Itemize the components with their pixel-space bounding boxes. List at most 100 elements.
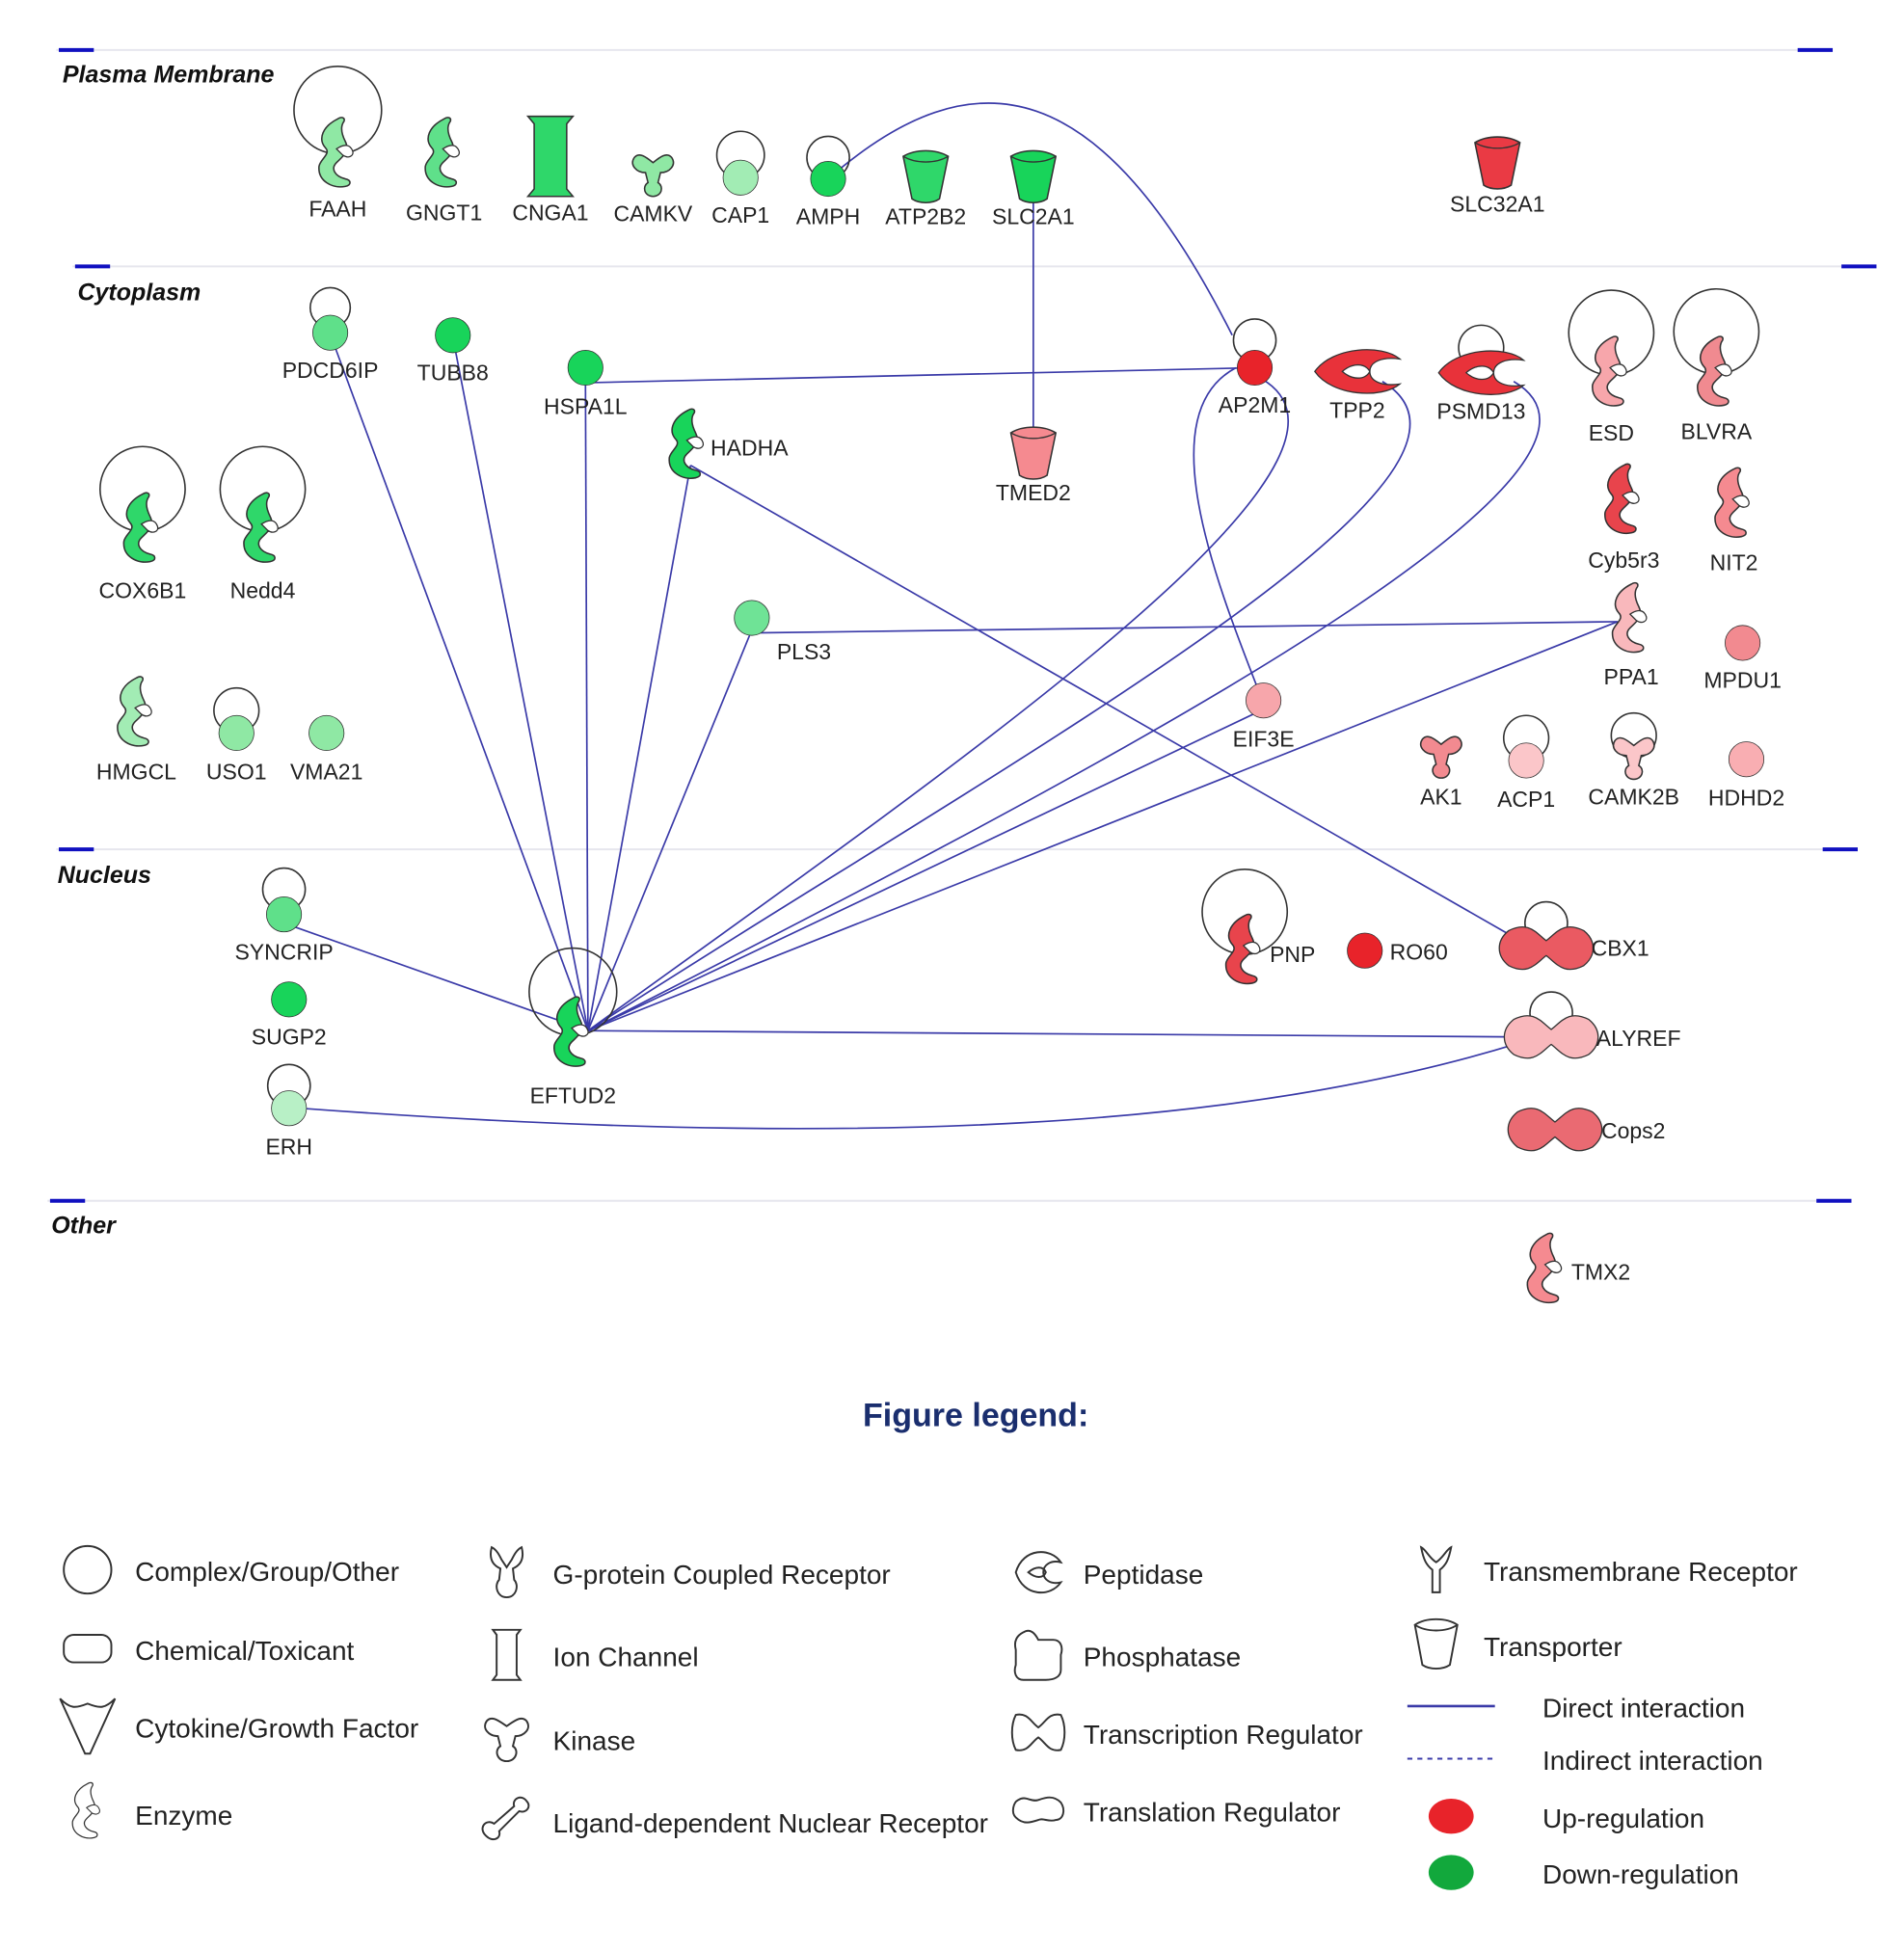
node-RO60[interactable] (1347, 932, 1383, 969)
node-ALYREF[interactable] (1503, 1015, 1599, 1059)
node-ACP1[interactable] (1508, 742, 1544, 779)
legend-icon-kinase (484, 1717, 529, 1763)
legend-icon-down-dot (1428, 1855, 1474, 1890)
node-label-VMA21: VMA21 (290, 759, 362, 784)
legend-label-complex: Complex/Group/Other (135, 1557, 399, 1587)
legend-label-down-dot: Down-regulation (1542, 1859, 1739, 1889)
node-SLC32A1[interactable] (1474, 136, 1521, 190)
node-label-GNGT1: GNGT1 (406, 200, 482, 225)
legend-label-peptidase: Peptidase (1084, 1560, 1204, 1590)
legend-label-translation-regulator: Translation Regulator (1084, 1797, 1341, 1827)
edge-EFTUD2-PSMD13 (587, 381, 1541, 1032)
node-AMPH[interactable] (810, 161, 846, 198)
legend-icon-transmembrane-receptor (1419, 1545, 1453, 1593)
node-label-PDCD6IP: PDCD6IP (282, 358, 379, 383)
node-CBX1[interactable] (1498, 925, 1595, 971)
node-TUBB8[interactable] (435, 317, 471, 354)
node-AP2M1[interactable] (1236, 349, 1274, 387)
node-label-BLVRA: BLVRA (1680, 418, 1752, 443)
node-Nedd4[interactable] (243, 492, 280, 563)
node-MPDU1[interactable] (1725, 625, 1761, 661)
node-PPA1[interactable] (1611, 581, 1648, 654)
node-Cyb5r3[interactable] (1604, 463, 1640, 535)
node-PDCD6IP[interactable] (312, 314, 349, 351)
node-USO1[interactable] (218, 714, 255, 751)
node-HMGCL[interactable] (117, 676, 152, 747)
node-CAMKV[interactable] (631, 154, 675, 198)
edge-EFTUD2-PLS3 (587, 632, 752, 1031)
section-label-other: Other (51, 1212, 117, 1239)
node-label-PPA1: PPA1 (1604, 664, 1659, 689)
node-ERH[interactable] (271, 1090, 308, 1127)
node-COX6B1[interactable] (122, 492, 159, 563)
node-label-SYNCRIP: SYNCRIP (234, 939, 333, 964)
interaction-edges (283, 102, 1619, 1130)
node-label-ACP1: ACP1 (1497, 787, 1555, 812)
node-EIF3E[interactable] (1246, 682, 1282, 719)
section-label-cytoplasm: Cytoplasm (77, 279, 201, 306)
node-TMX2[interactable] (1526, 1232, 1563, 1304)
node-TPP2[interactable] (1314, 349, 1401, 394)
node-HSPA1L[interactable] (567, 349, 603, 387)
node-label-PNP: PNP (1270, 942, 1315, 967)
node-GNGT1[interactable] (424, 117, 461, 188)
node-SYNCRIP[interactable] (266, 896, 303, 933)
edge-EFTUD2-SYNCRIP (283, 922, 589, 1032)
node-label-TMX2: TMX2 (1571, 1259, 1630, 1284)
legend-icon-peptidase (1014, 1551, 1063, 1594)
edge-EFTUD2-HADHA (587, 465, 692, 1031)
legend-icon-ion-channel (491, 1628, 523, 1681)
legend-icon-translation-regulator (1011, 1796, 1065, 1824)
edge-EFTUD2-PDCD6IP (334, 347, 589, 1031)
node-HDHD2[interactable] (1728, 741, 1765, 778)
node-label-Nedd4: Nedd4 (230, 577, 296, 602)
node-label-ALYREF: ALYREF (1596, 1026, 1681, 1051)
legend-label-ion-channel: Ion Channel (553, 1642, 699, 1671)
node-label-HMGCL: HMGCL (96, 759, 176, 784)
node-Cops2[interactable] (1507, 1108, 1603, 1152)
node-label-FAAH: FAAH (308, 196, 366, 221)
node-label-CBX1: CBX1 (1592, 935, 1649, 960)
node-label-PLS3: PLS3 (777, 639, 831, 664)
node-NIT2[interactable] (1714, 467, 1751, 538)
figure-legend: Figure legend:Complex/Group/OtherChemica… (59, 1397, 1798, 1890)
node-ESD[interactable] (1592, 335, 1627, 407)
node-VMA21[interactable] (308, 714, 345, 751)
node-TMED2[interactable] (1009, 426, 1057, 480)
node-CAP1[interactable] (722, 159, 759, 196)
node-CAMK2B[interactable] (1612, 736, 1655, 781)
edge-AMPH-AP2M1 (827, 102, 1233, 336)
node-label-TPP2: TPP2 (1329, 397, 1385, 422)
node-PNP[interactable] (1224, 913, 1261, 985)
legend-label-transcription-regulator: Transcription Regulator (1084, 1720, 1363, 1750)
node-ATP2B2[interactable] (902, 149, 950, 203)
node-PSMD13[interactable] (1437, 350, 1525, 395)
node-label-AP2M1: AP2M1 (1219, 392, 1291, 417)
node-AK1[interactable] (1419, 735, 1462, 779)
legend-label-transmembrane-receptor: Transmembrane Receptor (1484, 1557, 1798, 1587)
legend-label-nuclear-receptor: Ligand-dependent Nuclear Receptor (553, 1808, 988, 1838)
node-SUGP2[interactable] (271, 981, 308, 1018)
node-label-Cops2: Cops2 (1601, 1118, 1665, 1143)
node-label-CAP1: CAP1 (711, 202, 769, 227)
node-label-CAMK2B: CAMK2B (1588, 784, 1679, 809)
node-HADHA[interactable] (668, 408, 705, 479)
legend-label-kinase: Kinase (553, 1725, 636, 1755)
node-label-COX6B1: COX6B1 (99, 577, 187, 602)
node-label-SLC2A1: SLC2A1 (992, 203, 1075, 228)
node-label-TMED2: TMED2 (996, 480, 1071, 505)
edge-PLS3-PPA1 (750, 621, 1618, 634)
legend-label-direct-line: Direct interaction (1542, 1694, 1745, 1724)
legend-icon-up-dot (1428, 1798, 1474, 1834)
node-PLS3[interactable] (734, 600, 770, 636)
node-label-AK1: AK1 (1420, 784, 1462, 809)
section-label-nucleus: Nucleus (58, 862, 151, 889)
node-label-NIT2: NIT2 (1710, 550, 1758, 575)
node-SLC2A1[interactable] (1009, 149, 1057, 203)
node-CNGA1[interactable] (526, 115, 575, 198)
legend-icon-nuclear-receptor (481, 1796, 530, 1841)
node-label-HDHD2: HDHD2 (1708, 786, 1784, 811)
